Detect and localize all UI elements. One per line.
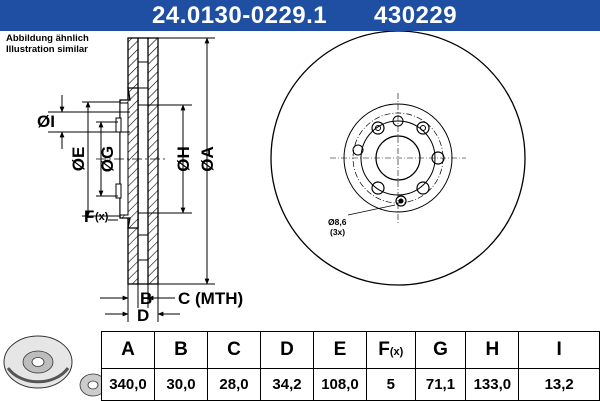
hole-count-label: (3x) xyxy=(330,227,345,237)
spec-value-f: 5 xyxy=(366,368,416,401)
wheel-hub-icon xyxy=(79,373,101,397)
spec-header-h: H xyxy=(465,331,520,369)
spec-value-g: 71,1 xyxy=(414,368,467,401)
spec-value-a: 340,0 xyxy=(101,368,155,401)
illustration-note-de: Abbildung ähnlich xyxy=(6,33,89,44)
spec-header-b: B xyxy=(154,331,208,369)
spec-value-h: 133,0 xyxy=(465,368,520,401)
technical-drawing: ØI ØE ØG ØH ØA F (x) B C (MTH) D Ø8,6 (3… xyxy=(37,31,526,325)
spec-value-b: 30,0 xyxy=(154,368,208,401)
spec-header-c: C xyxy=(207,331,261,369)
spec-value-row: 340,0 30,0 28,0 34,2 108,0 5 71,1 133,0 … xyxy=(101,368,600,401)
spec-header-g: G xyxy=(414,331,467,369)
dimension-lines xyxy=(48,37,215,322)
dim-label-e: ØE xyxy=(69,147,88,172)
spec-header-f-suffix: (x) xyxy=(389,346,404,358)
dim-label-a: ØA xyxy=(198,146,217,172)
hole-diameter-label: Ø8,6 xyxy=(328,217,347,227)
product-thumbnail xyxy=(3,335,101,397)
spec-value-i: 13,2 xyxy=(518,368,600,401)
illustration-note-en: Illustration similar xyxy=(6,44,88,55)
spec-value-c: 28,0 xyxy=(207,368,261,401)
spec-header-d: D xyxy=(260,331,314,369)
spec-value-e: 108,0 xyxy=(313,368,367,401)
spec-header-e: E xyxy=(313,331,367,369)
reference-number: 430229 xyxy=(374,2,458,29)
spec-header-a: A xyxy=(101,331,155,369)
disc-front-view xyxy=(270,31,526,286)
part-number: 24.0130-0229.1 xyxy=(152,2,328,29)
disc-cross-section xyxy=(96,37,165,285)
spec-value-d: 34,2 xyxy=(260,368,314,401)
title-bar: 24.0130-0229.1 430229 xyxy=(0,0,600,31)
spec-header-i: I xyxy=(518,331,600,369)
spec-header-f: F(x) xyxy=(366,331,416,369)
dim-label-f-suffix: (x) xyxy=(95,211,109,223)
dim-label-h: ØH xyxy=(174,146,193,172)
dim-label-g: ØG xyxy=(98,146,117,172)
spec-header-row: A B C D E F(x) G H I xyxy=(101,331,600,369)
dim-label-f: F xyxy=(84,207,94,226)
disc-thumbnail-image xyxy=(3,335,73,389)
dim-label-i: ØI xyxy=(37,112,55,131)
spec-table: A B C D E F(x) G H I 340,0 30,0 28,0 34,… xyxy=(101,331,600,401)
dim-label-b: B xyxy=(140,289,152,308)
dim-label-c: C (MTH) xyxy=(178,289,243,308)
dim-label-d: D xyxy=(137,306,149,325)
spec-header-f-letter: F xyxy=(378,339,390,360)
